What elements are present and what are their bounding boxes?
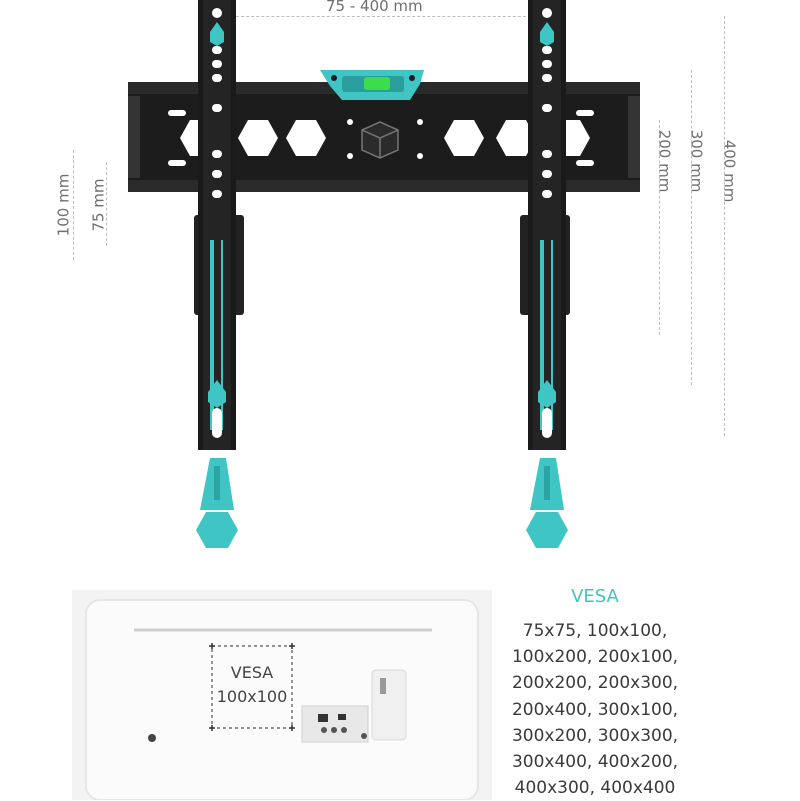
vesa-size-line: 300x400, 400x200, [511, 752, 679, 773]
left-safety-lock-icon [196, 458, 238, 548]
left-vertical-arm [194, 0, 244, 450]
top-width-dimension: 75 - 400 mm [326, 0, 423, 15]
left-outer-dimension-line [73, 150, 74, 260]
tv-vesa-label-line2: 100x100 [216, 687, 288, 706]
tv-vesa-label-line1: VESA [230, 663, 274, 682]
right-safety-lock-icon [526, 458, 568, 548]
vesa-size-line: 200x400, 300x100, [511, 699, 679, 720]
right-200-dimension-line [659, 120, 660, 335]
tv-vesa-label: VESA 100x100 [214, 661, 290, 709]
tv-back-illustration [72, 590, 492, 800]
left-inner-dimension-line [106, 162, 107, 246]
right-400-dimension-line [724, 16, 725, 436]
vesa-size-line: 400x300, 400x400 [514, 778, 676, 799]
vesa-size-line: 100x200, 200x100, [511, 647, 679, 668]
right-vertical-arm [520, 0, 570, 450]
vesa-size-line: 75x75, 100x100, [522, 621, 668, 641]
bubble-level-icon [320, 70, 424, 100]
brand-cube-icon [361, 121, 399, 159]
top-dimension-line [216, 16, 546, 17]
vesa-size-line: 200x200, 200x300, [511, 673, 679, 694]
vesa-size-list: 75x75, 100x100, 100x200, 200x100, 200x20… [488, 618, 702, 801]
wall-mount-bracket [128, 0, 640, 548]
vesa-size-line: 300x200, 300x300, [511, 725, 679, 746]
vesa-title: VESA [571, 586, 619, 607]
right-300-dimension-line [691, 70, 692, 385]
